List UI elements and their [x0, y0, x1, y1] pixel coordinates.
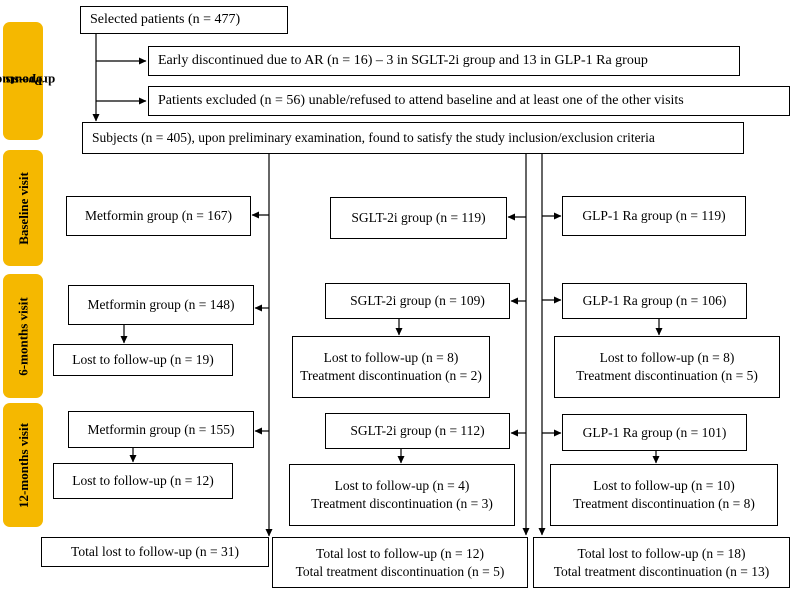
6m-glp1-box: GLP-1 Ra group (n = 106): [562, 283, 747, 319]
total-metformin-box: Total lost to follow-up (n = 31): [41, 537, 269, 567]
12m-metformin-box: Metformin group (n = 155): [68, 411, 254, 448]
12m-metformin-text: Metformin group (n = 155): [87, 421, 235, 437]
subjects-text: Subjects (n = 405), upon preliminary exa…: [92, 130, 655, 145]
12m-metformin-lost-text: Lost to follow-up (n = 12): [72, 473, 214, 488]
side-label-6-months-text: 6-months visit: [15, 296, 31, 376]
baseline-glp1-box: GLP-1 Ra group (n = 119): [562, 196, 746, 236]
subjects-box: Subjects (n = 405), upon preliminary exa…: [82, 122, 744, 154]
selected-patients-text: Selected patients (n = 477): [90, 12, 241, 27]
6m-metformin-text: Metformin group (n = 148): [87, 297, 235, 312]
6m-glp1-lost-line1: Lost to follow-up (n = 8): [599, 350, 735, 365]
12m-glp1-text: GLP-1 Ra group (n = 101): [582, 424, 727, 440]
6m-metformin-box: Metformin group (n = 148): [68, 285, 254, 325]
patients-excluded-text: Patients excluded (n = 56) unable/refuse…: [158, 93, 684, 108]
side-label-baseline-text: Baseline visit: [15, 171, 31, 245]
baseline-glp1-text: GLP-1 Ra group (n = 119): [582, 208, 726, 223]
baseline-metformin-box: Metformin group (n = 167): [66, 196, 251, 236]
side-label-prestudy: Pre-study dropouts: [0, 22, 55, 140]
total-glp1-box: Total lost to follow-up (n = 18) Total t…: [533, 537, 790, 588]
patients-excluded-box: Patients excluded (n = 56) unable/refuse…: [148, 86, 790, 116]
12m-glp1-lost-line2: Treatment discontinuation (n = 8): [573, 496, 755, 511]
12m-sglt2-text: SGLT-2i group (n = 112): [350, 423, 485, 438]
total-glp1-line2: Total treatment discontinuation (n = 13): [553, 563, 770, 579]
6m-sglt2-box: SGLT-2i group (n = 109): [325, 283, 510, 319]
6m-glp1-text: GLP-1 Ra group (n = 106): [582, 293, 727, 308]
12m-sglt2-lost-box: Lost to follow-up (n = 4) Treatment disc…: [289, 464, 515, 526]
6m-metformin-lost-text: Lost to follow-up (n = 19): [72, 352, 214, 367]
6m-sglt2-text: SGLT-2i group (n = 109): [350, 293, 485, 308]
total-sglt2-line1: Total lost to follow-up (n = 12): [316, 545, 484, 561]
side-label-12-months: 12-months visit: [3, 403, 43, 527]
total-glp1-line1: Total lost to follow-up (n = 18): [577, 545, 746, 561]
12m-glp1-box: GLP-1 Ra group (n = 101): [562, 414, 747, 451]
6m-glp1-lost-box: Lost to follow-up (n = 8) Treatment disc…: [554, 336, 780, 398]
6m-sglt2-lost-box: Lost to follow-up (n = 8) Treatment disc…: [292, 336, 490, 398]
early-discontinued-box: Early discontinued due to AR (n = 16) – …: [148, 46, 740, 76]
baseline-metformin-text: Metformin group (n = 167): [84, 208, 233, 223]
6m-metformin-lost-box: Lost to follow-up (n = 19): [53, 344, 233, 376]
12m-glp1-lost-line1: Lost to follow-up (n = 10): [593, 478, 735, 493]
side-label-12-months-text: 12-months visit: [15, 422, 31, 508]
6m-sglt2-lost-line2: Treatment discontinuation (n = 2): [300, 368, 482, 383]
12m-sglt2-lost-line1: Lost to follow-up (n = 4): [334, 478, 470, 493]
12m-glp1-lost-box: Lost to follow-up (n = 10) Treatment dis…: [550, 464, 778, 526]
6m-sglt2-lost-line1: Lost to follow-up (n = 8): [323, 350, 459, 365]
total-metformin-text: Total lost to follow-up (n = 31): [71, 544, 239, 559]
baseline-sglt2-text: SGLT-2i group (n = 119): [351, 210, 486, 225]
total-sglt2-box: Total lost to follow-up (n = 12) Total t…: [272, 537, 528, 588]
side-label-prestudy-line2: dropouts: [5, 73, 56, 89]
12m-metformin-lost-box: Lost to follow-up (n = 12): [53, 463, 233, 499]
baseline-sglt2-box: SGLT-2i group (n = 119): [330, 197, 507, 239]
side-label-6-months: 6-months visit: [3, 274, 43, 398]
12m-sglt2-lost-line2: Treatment discontinuation (n = 3): [311, 496, 493, 511]
total-sglt2-line2: Total treatment discontinuation (n = 5): [295, 563, 505, 579]
12m-sglt2-box: SGLT-2i group (n = 112): [325, 413, 510, 449]
side-label-baseline: Baseline visit: [3, 150, 43, 266]
selected-patients-box: Selected patients (n = 477): [80, 6, 288, 34]
early-discontinued-text: Early discontinued due to AR (n = 16) – …: [158, 53, 648, 68]
6m-glp1-lost-line2: Treatment discontinuation (n = 5): [576, 368, 758, 383]
